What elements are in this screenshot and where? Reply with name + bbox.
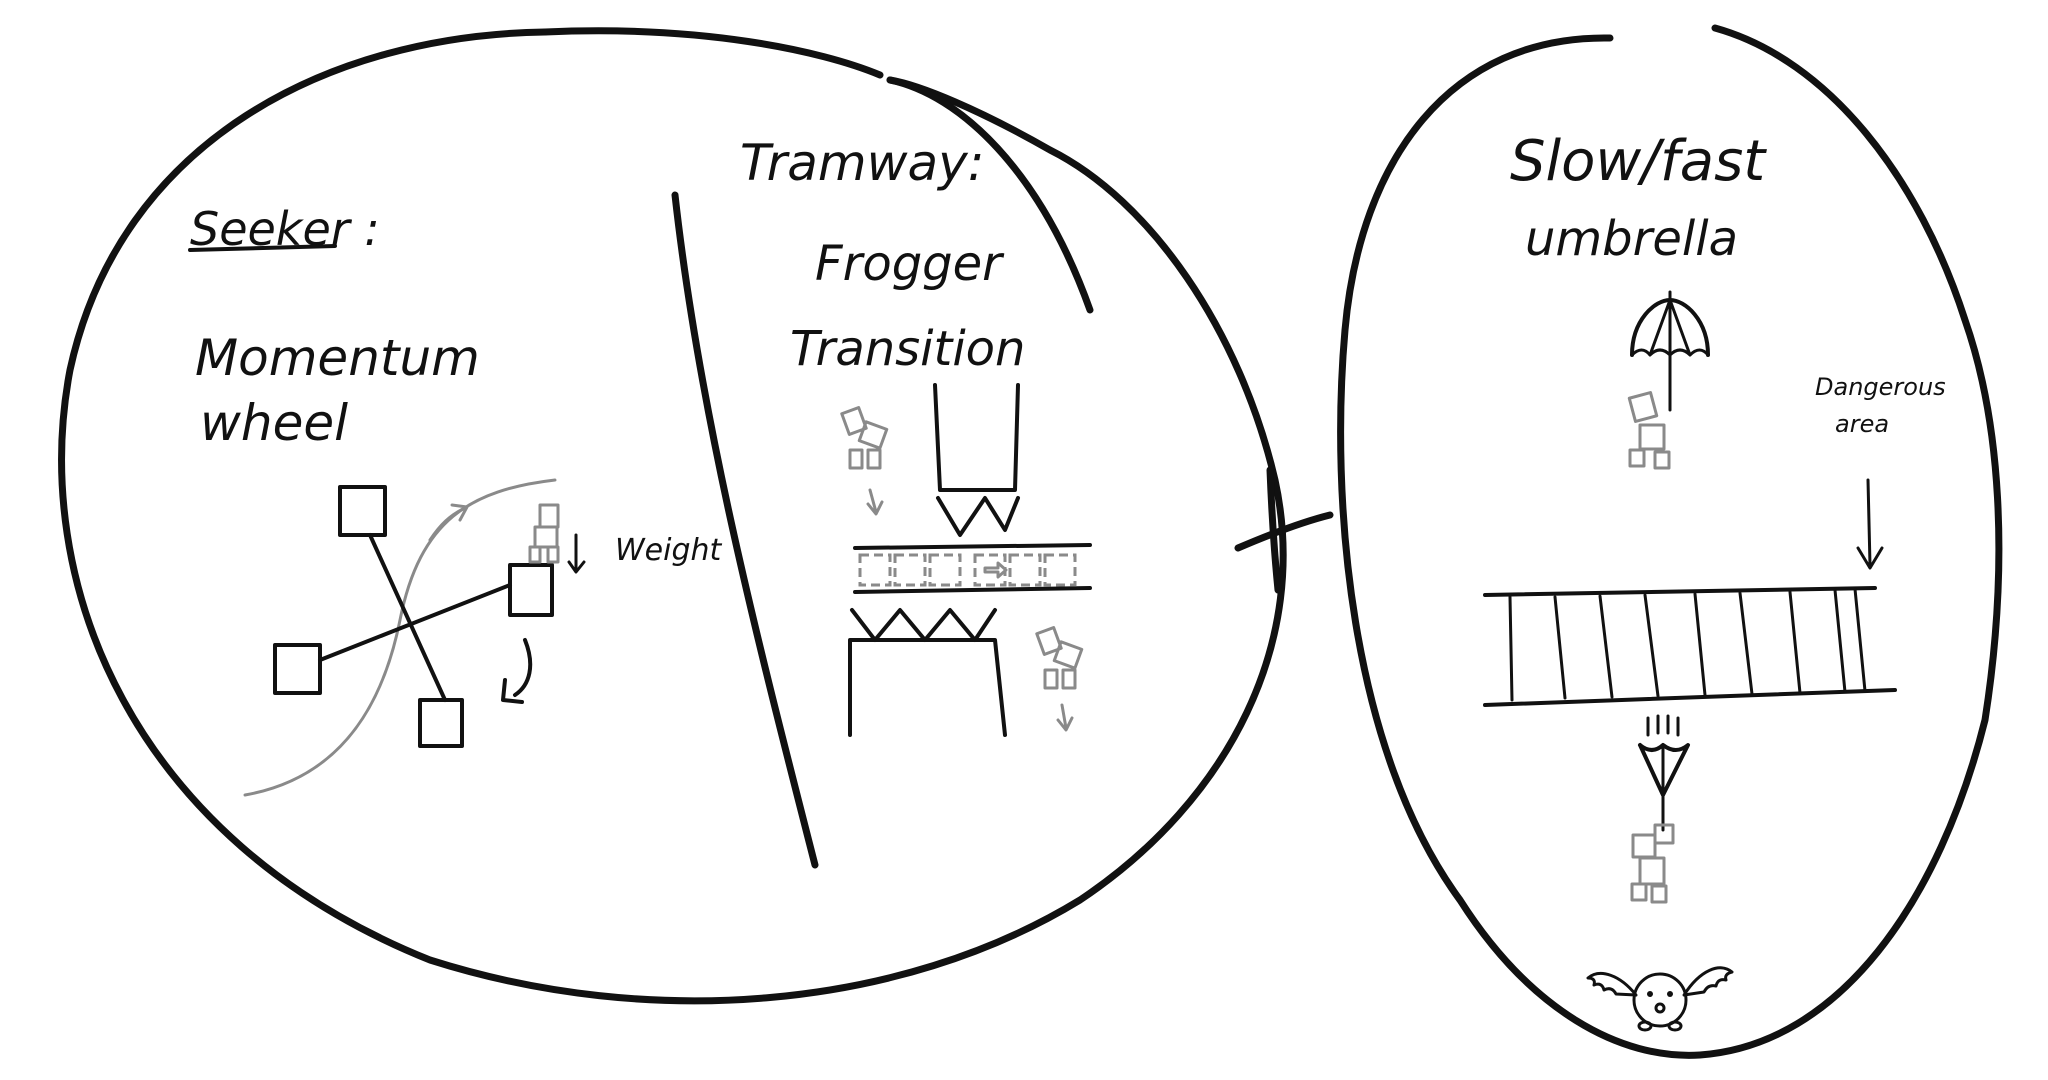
conveyor-tiles <box>858 553 1077 587</box>
danger-arrow <box>1856 478 1884 570</box>
wheel-box-right <box>508 563 554 617</box>
slow-fast-label: Slow/fast <box>1510 129 1767 194</box>
conveyor-direction-arrow <box>983 561 1008 579</box>
top-crusher <box>933 383 1020 492</box>
right-wing <box>1682 966 1734 997</box>
rotation-arrow <box>501 638 533 704</box>
momentum-label: Momentum <box>195 329 480 387</box>
wheel-box-left <box>273 643 322 695</box>
wheel-label: wheel <box>200 394 348 452</box>
closed-umbrella-icon <box>1638 714 1690 832</box>
character-figure <box>528 503 560 564</box>
plus-sign <box>1234 466 1334 594</box>
character-falling-fast <box>1630 823 1675 904</box>
falling-character-right <box>1035 626 1084 732</box>
bottom-spikes <box>850 608 997 642</box>
section-divider-line <box>671 191 819 869</box>
dangerous-area-zone <box>1483 586 1897 707</box>
dangerous-label: Dangerous <box>1815 373 1946 401</box>
wheel-box-top <box>338 485 387 537</box>
top-spikes <box>936 496 1020 537</box>
left-concept-bubble <box>58 27 1287 1005</box>
momentum-wheel-drawing: Weight <box>243 478 723 797</box>
seeker-section: Seeker : Momentum wheel Weight <box>188 202 723 797</box>
weight-arrow <box>567 533 586 574</box>
frogger-label: Frogger <box>815 236 1005 292</box>
flying-creature-icon <box>1586 966 1734 1032</box>
character-with-umbrella <box>1627 391 1671 470</box>
tramway-section: Tramway: Frogger Transition <box>740 134 1092 737</box>
umbrella-section: Slow/fast umbrella Dangerous area <box>1483 129 1946 1032</box>
weight-label: Weight <box>615 533 723 568</box>
wheel-box-bottom <box>418 698 464 748</box>
left-wing <box>1586 972 1638 997</box>
conveyor-top-line <box>853 543 1092 550</box>
wheel-path-curve <box>243 478 557 797</box>
falling-character-left <box>840 406 889 516</box>
transition-label: Transition <box>790 321 1025 377</box>
tramway-label: Tramway: <box>740 134 985 192</box>
area-label: area <box>1835 410 1889 438</box>
seeker-underline <box>188 244 337 252</box>
curve-arrow <box>428 503 469 542</box>
conveyor-bottom-line <box>853 586 1092 594</box>
right-concept-bubble <box>1337 24 2003 1059</box>
open-umbrella-icon <box>1630 290 1710 412</box>
umbrella-label: umbrella <box>1525 211 1738 267</box>
bottom-block <box>848 638 1007 737</box>
bubble-overlap-arc <box>886 76 1094 314</box>
